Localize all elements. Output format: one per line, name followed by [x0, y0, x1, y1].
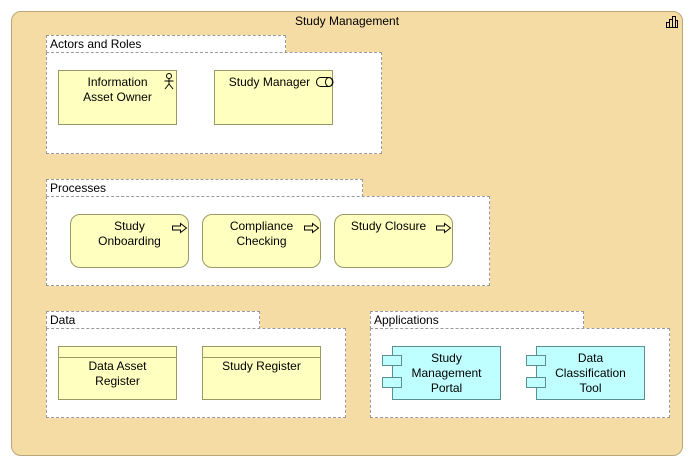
- element-label: Information Asset Owner: [83, 75, 152, 104]
- element-study-closure[interactable]: Study Closure: [334, 214, 453, 268]
- data-object-divider: [59, 357, 176, 358]
- element-study-manager[interactable]: Study Manager: [214, 70, 334, 125]
- element-data-classification-tool[interactable]: Data Classification Tool: [536, 346, 645, 400]
- element-label: Study Onboarding: [98, 219, 161, 248]
- process-arrow-icon: [436, 222, 452, 234]
- element-label: Study Manager: [228, 75, 311, 89]
- component-icon: [526, 355, 546, 366]
- element-study-onboarding[interactable]: Study Onboarding: [70, 214, 189, 268]
- group-tab-processes: Processes: [46, 179, 363, 197]
- element-compliance-checking[interactable]: Compliance Checking: [202, 214, 321, 268]
- element-study-management-portal[interactable]: Study Management Portal: [392, 346, 501, 400]
- container-title: Study Management: [294, 14, 400, 28]
- element-study-register[interactable]: Study Register: [202, 346, 321, 400]
- group-tab-actors-and-roles: Actors and Roles: [46, 35, 286, 53]
- data-object-divider: [203, 357, 320, 358]
- element-data-asset-register[interactable]: Data Asset Register: [58, 346, 177, 400]
- element-information-asset-owner[interactable]: Information Asset Owner: [58, 70, 177, 125]
- actor-icon: [164, 73, 174, 90]
- element-label: Compliance Checking: [229, 219, 294, 248]
- element-label: Study Register: [222, 359, 301, 373]
- component-icon: [526, 377, 546, 388]
- group-label-applications: Applications: [374, 313, 439, 327]
- component-icon: [382, 377, 402, 388]
- role-icon: [316, 77, 334, 87]
- group-label-data: Data: [50, 313, 76, 327]
- group-label-processes: Processes: [50, 181, 107, 195]
- element-label: Data Classification Tool: [555, 351, 626, 395]
- element-label: Data Asset Register: [88, 359, 147, 388]
- group-label-actors-and-roles: Actors and Roles: [50, 37, 142, 51]
- grouping-icon: [666, 16, 678, 28]
- group-tab-data: Data: [46, 311, 260, 329]
- group-tab-applications: Applications: [370, 311, 584, 329]
- process-arrow-icon: [304, 222, 320, 234]
- element-label: Study Management Portal: [411, 351, 482, 395]
- component-icon: [382, 355, 402, 366]
- process-arrow-icon: [172, 222, 188, 234]
- element-label: Study Closure: [350, 219, 427, 233]
